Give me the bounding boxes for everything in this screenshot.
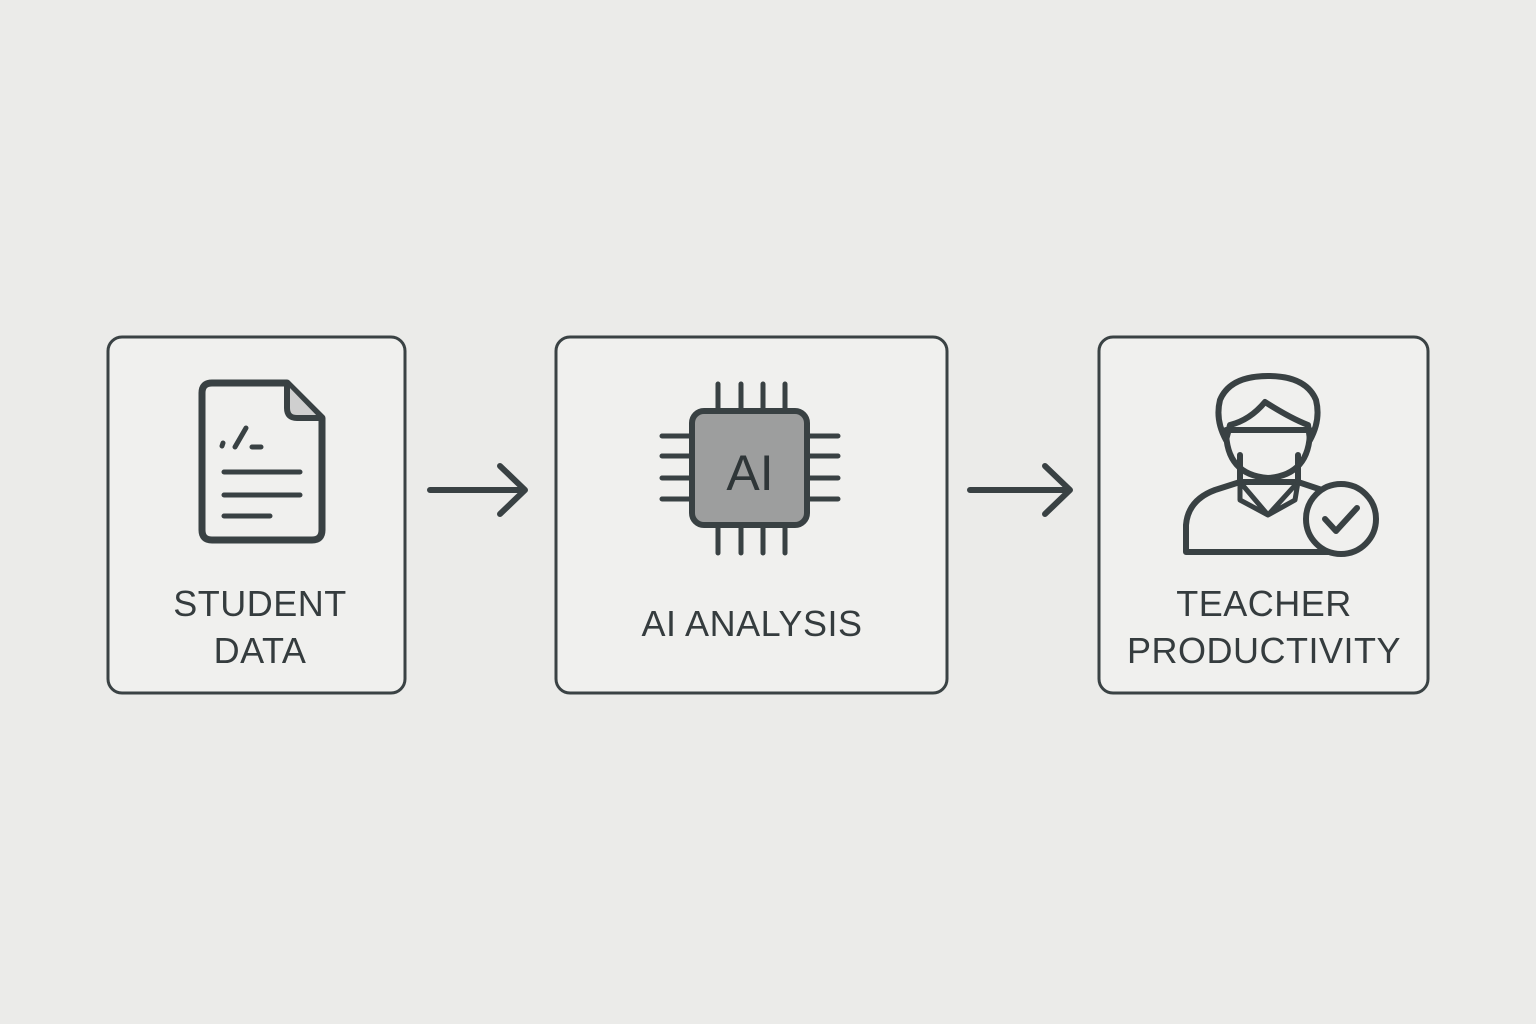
step-label-line: TEACHER [1176,583,1352,624]
step-ai-analysis: AI AI ANALYSIS [554,335,949,695]
document-icon [198,379,326,544]
teacher-check-icon [1183,373,1379,557]
ai-chip-icon: AI [659,381,841,556]
arrow-right-icon [967,463,1073,517]
arrow-right-icon [427,463,528,517]
step-teacher-productivity: TEACHER PRODUCTIVITY [1097,335,1430,695]
step-label-line: PRODUCTIVITY [1127,630,1401,671]
chip-label: AI [726,445,773,501]
step-label-line: STUDENT [173,583,347,624]
step-label-line: DATA [214,630,307,671]
step-label-line: AI ANALYSIS [642,603,863,644]
step-student-data: STUDENT DATA [106,335,407,695]
